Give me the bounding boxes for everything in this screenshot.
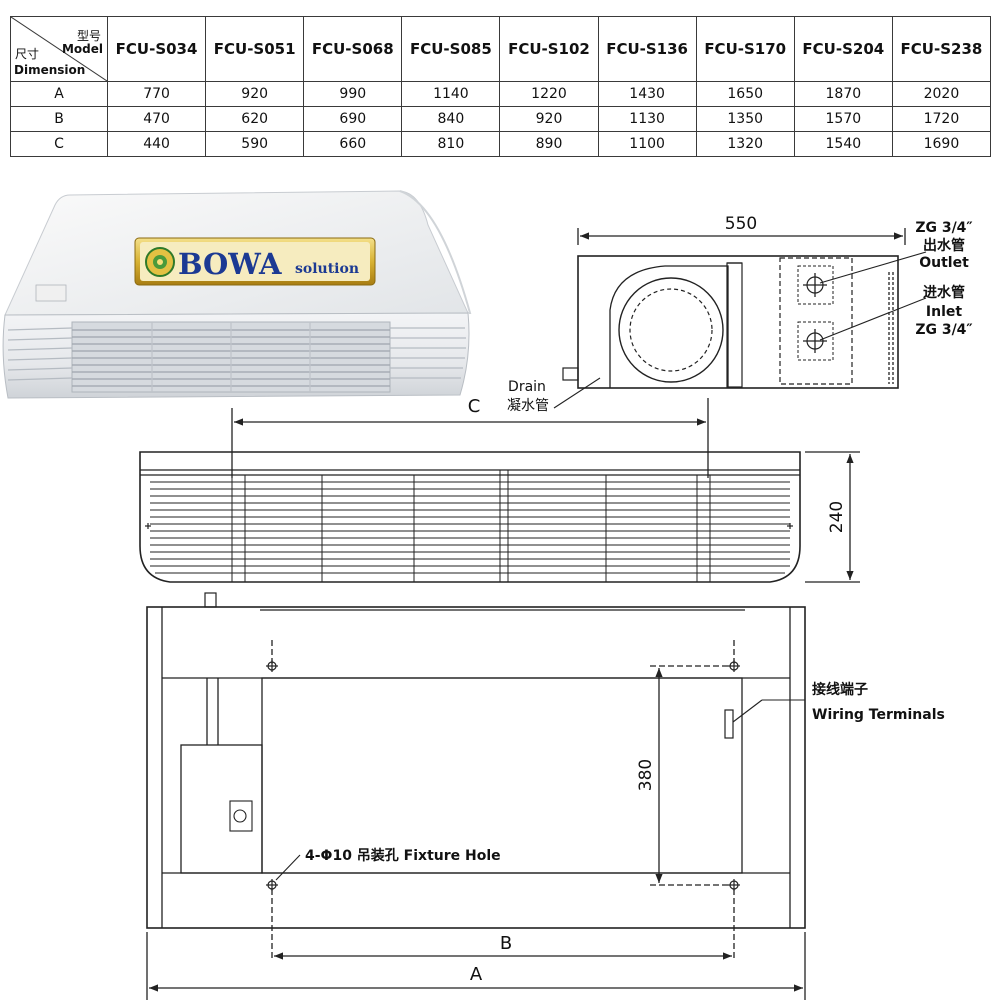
front-grille-slats bbox=[150, 481, 790, 574]
table-cell: 620 bbox=[205, 106, 305, 132]
corner-dimension-en: Dimension bbox=[14, 63, 86, 77]
drain-en-label: Drain bbox=[508, 379, 546, 395]
model-header: FCU-S204 bbox=[793, 16, 893, 82]
wiring-en-label: Wiring Terminals bbox=[812, 707, 945, 723]
motor-icon bbox=[229, 800, 253, 832]
corner-diagonal bbox=[11, 17, 107, 81]
table-cell: 920 bbox=[499, 106, 599, 132]
table-cell: 690 bbox=[303, 106, 403, 132]
inlet-en-label: Inlet bbox=[926, 304, 962, 320]
motor-box bbox=[180, 744, 263, 874]
corner-model-cn: 型号 bbox=[76, 29, 101, 43]
table-cell: 1650 bbox=[695, 81, 795, 107]
table-cell: 1140 bbox=[401, 81, 501, 107]
row-label: A bbox=[10, 81, 108, 107]
table-cell: 660 bbox=[303, 131, 403, 157]
table-cell: 1130 bbox=[597, 106, 697, 132]
table-cell: 1320 bbox=[695, 131, 795, 157]
inlet-pipe-icon bbox=[806, 332, 824, 350]
drain-cn-label: 凝水管 bbox=[507, 398, 549, 414]
table-cell: 590 bbox=[205, 131, 305, 157]
table-corner-cell: 型号 Model 尺寸 Dimension bbox=[10, 16, 108, 82]
model-header: FCU-S085 bbox=[401, 16, 501, 82]
model-header: FCU-S238 bbox=[891, 16, 992, 82]
inlet-spec-label: ZG 3/4″ bbox=[915, 322, 972, 338]
bowa-brand-text: BOWA bbox=[178, 247, 282, 281]
fan-wheel bbox=[618, 277, 724, 383]
top-view-outer bbox=[146, 606, 806, 929]
table-cell: 1430 bbox=[597, 81, 697, 107]
table-cell: 2020 bbox=[891, 81, 992, 107]
table-cell: 990 bbox=[303, 81, 403, 107]
b-dimension-label: B bbox=[500, 933, 512, 954]
unit-nameplate bbox=[35, 284, 67, 302]
inlet-cn-label: 进水管 bbox=[923, 284, 965, 301]
wiring-cn-label: 接线端子 bbox=[812, 681, 868, 698]
corner-model-en: Model bbox=[61, 42, 103, 56]
fixture-hole-label: 4-Φ10 吊装孔 Fixture Hole bbox=[305, 847, 501, 864]
model-header: FCU-S102 bbox=[499, 16, 599, 82]
drain-pipe-icon bbox=[562, 367, 579, 381]
top-view bbox=[146, 592, 806, 1000]
table-cell: 1540 bbox=[793, 131, 893, 157]
outlet-en-label: Outlet bbox=[919, 255, 969, 271]
height-240-label: 240 bbox=[827, 501, 847, 533]
table-cell: 770 bbox=[106, 81, 207, 107]
fixture-leader bbox=[275, 854, 301, 881]
table-header-row: 型号 Model 尺寸 Dimension FCU-S034 FCU-S051 … bbox=[10, 16, 992, 82]
outlet-cn-label: 出水管 bbox=[923, 237, 965, 254]
a-dimension-label: A bbox=[470, 964, 483, 985]
wiring-terminal-icon bbox=[724, 709, 734, 739]
inlet-leader bbox=[819, 297, 927, 341]
side-view-body bbox=[577, 255, 899, 389]
table-cell: 1690 bbox=[891, 131, 992, 157]
model-header: FCU-S136 bbox=[597, 16, 697, 82]
row-label: B bbox=[10, 106, 108, 132]
model-header: FCU-S034 bbox=[106, 16, 207, 82]
outlet-spec-label: ZG 3/4″ bbox=[915, 220, 972, 236]
fan-scroll-housing bbox=[609, 265, 729, 388]
product-photo: BOWA solution bbox=[2, 190, 472, 399]
table-cell: 1220 bbox=[499, 81, 599, 107]
table-row: C 440 590 660 810 890 1100 1320 1540 169… bbox=[10, 131, 992, 157]
table-row: B 470 620 690 840 920 1130 1350 1570 172… bbox=[10, 106, 992, 132]
top-view-inner-panel bbox=[261, 677, 743, 874]
wiring-leader bbox=[732, 699, 763, 723]
model-header: FCU-S170 bbox=[695, 16, 795, 82]
front-view-body bbox=[139, 451, 801, 583]
bowa-logo: BOWA solution bbox=[134, 237, 376, 286]
table-cell: 1350 bbox=[695, 106, 795, 132]
outlet-pipe-icon bbox=[806, 276, 824, 294]
outlet-leader bbox=[819, 251, 927, 284]
table-cell: 920 bbox=[205, 81, 305, 107]
drain-leader bbox=[553, 377, 601, 409]
dimension-table: 型号 Model 尺寸 Dimension FCU-S034 FCU-S051 … bbox=[10, 16, 992, 157]
front-view bbox=[139, 398, 860, 583]
table-cell: 840 bbox=[401, 106, 501, 132]
table-cell: 1100 bbox=[597, 131, 697, 157]
bowa-brand-suffix: solution bbox=[295, 261, 359, 277]
side-view bbox=[553, 228, 927, 409]
table-cell: 1720 bbox=[891, 106, 992, 132]
table-cell: 1870 bbox=[793, 81, 893, 107]
corner-dimension-cn: 尺寸 bbox=[15, 47, 40, 61]
table-cell: 470 bbox=[106, 106, 207, 132]
model-header: FCU-S068 bbox=[303, 16, 403, 82]
table-row: A 770 920 990 1140 1220 1430 1650 1870 2… bbox=[10, 81, 992, 107]
coil-outline bbox=[779, 257, 853, 385]
table-cell: 440 bbox=[106, 131, 207, 157]
height-380-label: 380 bbox=[636, 759, 656, 791]
table-cell: 810 bbox=[401, 131, 501, 157]
model-header: FCU-S051 bbox=[205, 16, 305, 82]
side-width-label: 550 bbox=[725, 214, 757, 234]
row-label: C bbox=[10, 131, 108, 157]
table-cell: 890 bbox=[499, 131, 599, 157]
table-cell: 1570 bbox=[793, 106, 893, 132]
fixture-holes bbox=[266, 660, 740, 891]
